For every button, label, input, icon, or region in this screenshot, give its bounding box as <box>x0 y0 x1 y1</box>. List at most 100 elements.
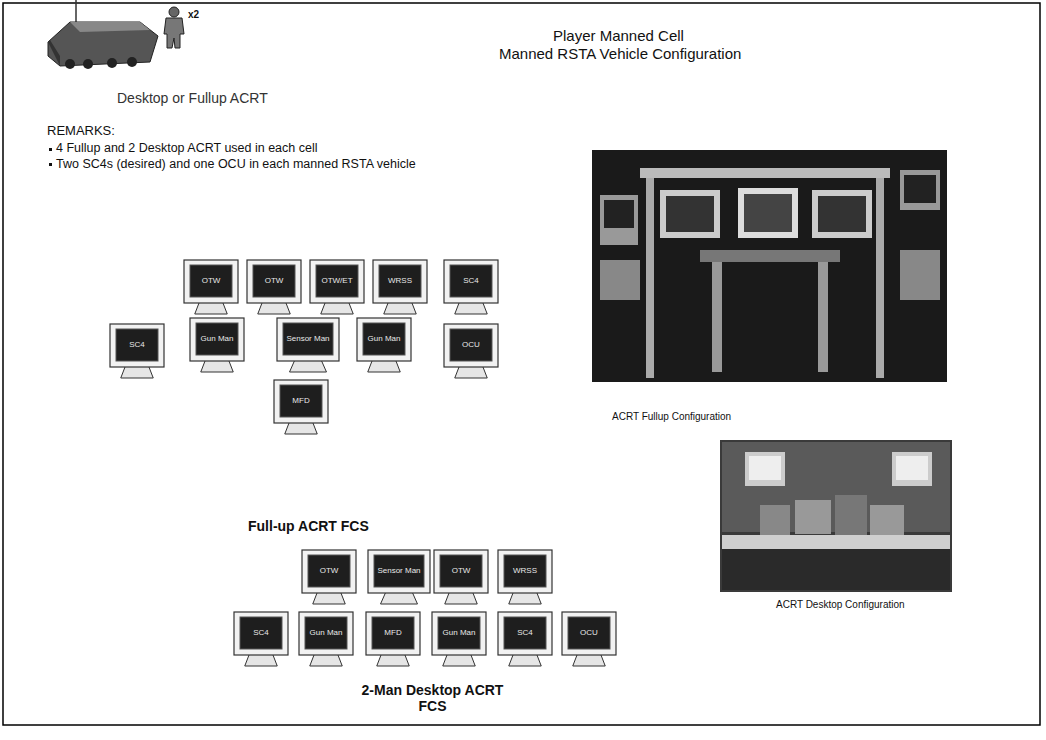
bullet <box>49 148 52 151</box>
screen-text: WRSS <box>379 265 421 297</box>
screen-text: Gun Man <box>363 323 405 355</box>
monitor-label: OTW <box>452 567 471 576</box>
frame-border <box>3 3 1040 725</box>
screen-text: Gun Man <box>196 323 238 355</box>
text-label: Full-up ACRT FCS <box>248 518 369 534</box>
monitor-outline <box>297 610 355 668</box>
bullet <box>49 163 52 166</box>
monitor-outline <box>430 610 488 668</box>
monitor-node: SC4 <box>232 610 290 668</box>
monitor-node: Sensor Man <box>366 548 432 606</box>
monitor-outline <box>496 548 554 606</box>
screen-text: MFD <box>280 385 322 417</box>
monitor-outline <box>560 610 618 668</box>
text-label: REMARKS: <box>47 124 115 139</box>
text-label: Two SC4s (desired) and one OCU in each m… <box>56 157 416 171</box>
monitor-node: OTW <box>182 258 240 316</box>
screen-text: Gun Man <box>305 617 347 649</box>
screen-text: SC4 <box>450 265 492 297</box>
monitor-node: Sensor Man <box>275 316 341 374</box>
screen-text: OTW <box>190 265 232 297</box>
monitor-node: OTW <box>432 548 490 606</box>
monitor-label: Gun Man <box>368 335 401 344</box>
monitor-label: Sensor Man <box>286 335 329 344</box>
monitor-label: MFD <box>292 397 309 406</box>
monitor-outline <box>232 610 290 668</box>
monitor-outline <box>300 548 358 606</box>
monitor-label: WRSS <box>513 567 537 576</box>
soldier-icon <box>164 7 184 48</box>
monitor-label: Gun Man <box>201 335 234 344</box>
monitor-label: Gun Man <box>443 629 476 638</box>
monitor-label: OTW <box>265 277 284 286</box>
monitor-outline <box>275 316 341 374</box>
monitor-label: OCU <box>580 629 598 638</box>
monitor-outline <box>366 548 432 606</box>
monitor-label: OTW <box>202 277 221 286</box>
monitor-outline <box>432 548 490 606</box>
monitor-outline <box>442 258 500 316</box>
monitor-label: SC4 <box>253 629 269 638</box>
text-label: Desktop or Fullup ACRT <box>117 90 268 106</box>
monitor-label: SC4 <box>463 277 479 286</box>
monitor-node: OTW <box>300 548 358 606</box>
monitor-outline <box>308 258 366 316</box>
monitor-label: MFD <box>384 629 401 638</box>
monitor-node: SC4 <box>442 258 500 316</box>
screen-text: OTW <box>440 555 482 587</box>
screen-text: SC4 <box>116 329 158 361</box>
monitor-outline <box>496 610 554 668</box>
monitor-node: Gun Man <box>188 316 246 374</box>
monitor-outline <box>188 316 246 374</box>
screen-text: Gun Man <box>438 617 480 649</box>
vehicle-icon <box>48 0 158 69</box>
monitor-node: Gun Man <box>297 610 355 668</box>
monitor-node: WRSS <box>371 258 429 316</box>
text-label: ACRT Fullup Configuration <box>612 411 731 423</box>
monitor-label: Sensor Man <box>377 567 420 576</box>
text-label: Manned RSTA Vehicle Configuration <box>499 45 741 62</box>
monitor-label: OTW/ET <box>321 277 352 286</box>
monitor-node: OCU <box>560 610 618 668</box>
desktop-photo <box>720 440 952 592</box>
text-label: 4 Fullup and 2 Desktop ACRT used in each… <box>56 141 318 155</box>
monitor-node: Gun Man <box>430 610 488 668</box>
monitor-outline <box>182 258 240 316</box>
screen-text: Sensor Man <box>374 555 424 587</box>
monitor-node: MFD <box>364 610 422 668</box>
monitor-outline <box>355 316 413 374</box>
screen-text: OTW/ET <box>316 265 358 297</box>
monitor-node: SC4 <box>108 322 166 380</box>
monitor-node: Gun Man <box>355 316 413 374</box>
monitor-node: SC4 <box>496 610 554 668</box>
monitor-outline <box>442 322 500 380</box>
monitor-outline <box>108 322 166 380</box>
monitor-outline <box>272 378 330 436</box>
monitor-node: OCU <box>442 322 500 380</box>
text-label: x2 <box>188 9 199 21</box>
screen-text: MFD <box>372 617 414 649</box>
monitor-label: Gun Man <box>310 629 343 638</box>
screen-text: SC4 <box>504 617 546 649</box>
monitor-outline <box>245 258 303 316</box>
text-label: 2-Man Desktop ACRT FCS <box>350 682 515 714</box>
text-label: ACRT Desktop Configuration <box>776 599 905 611</box>
monitor-label: WRSS <box>388 277 412 286</box>
monitor-label: SC4 <box>129 341 145 350</box>
monitor-node: OTW/ET <box>308 258 366 316</box>
screen-text: OCU <box>450 329 492 361</box>
monitor-label: OCU <box>462 341 480 350</box>
title: Player Manned Cell <box>553 27 684 44</box>
monitor-node: MFD <box>272 378 330 436</box>
monitor-outline <box>364 610 422 668</box>
screen-text: OTW <box>308 555 350 587</box>
monitor-label: OTW <box>320 567 339 576</box>
monitor-node: OTW <box>245 258 303 316</box>
screen-text: SC4 <box>240 617 282 649</box>
monitor-node: WRSS <box>496 548 554 606</box>
screen-text: Sensor Man <box>283 323 333 355</box>
monitor-outline <box>371 258 429 316</box>
screen-text: OCU <box>568 617 610 649</box>
fullup-photo <box>592 150 947 382</box>
monitor-label: SC4 <box>517 629 533 638</box>
